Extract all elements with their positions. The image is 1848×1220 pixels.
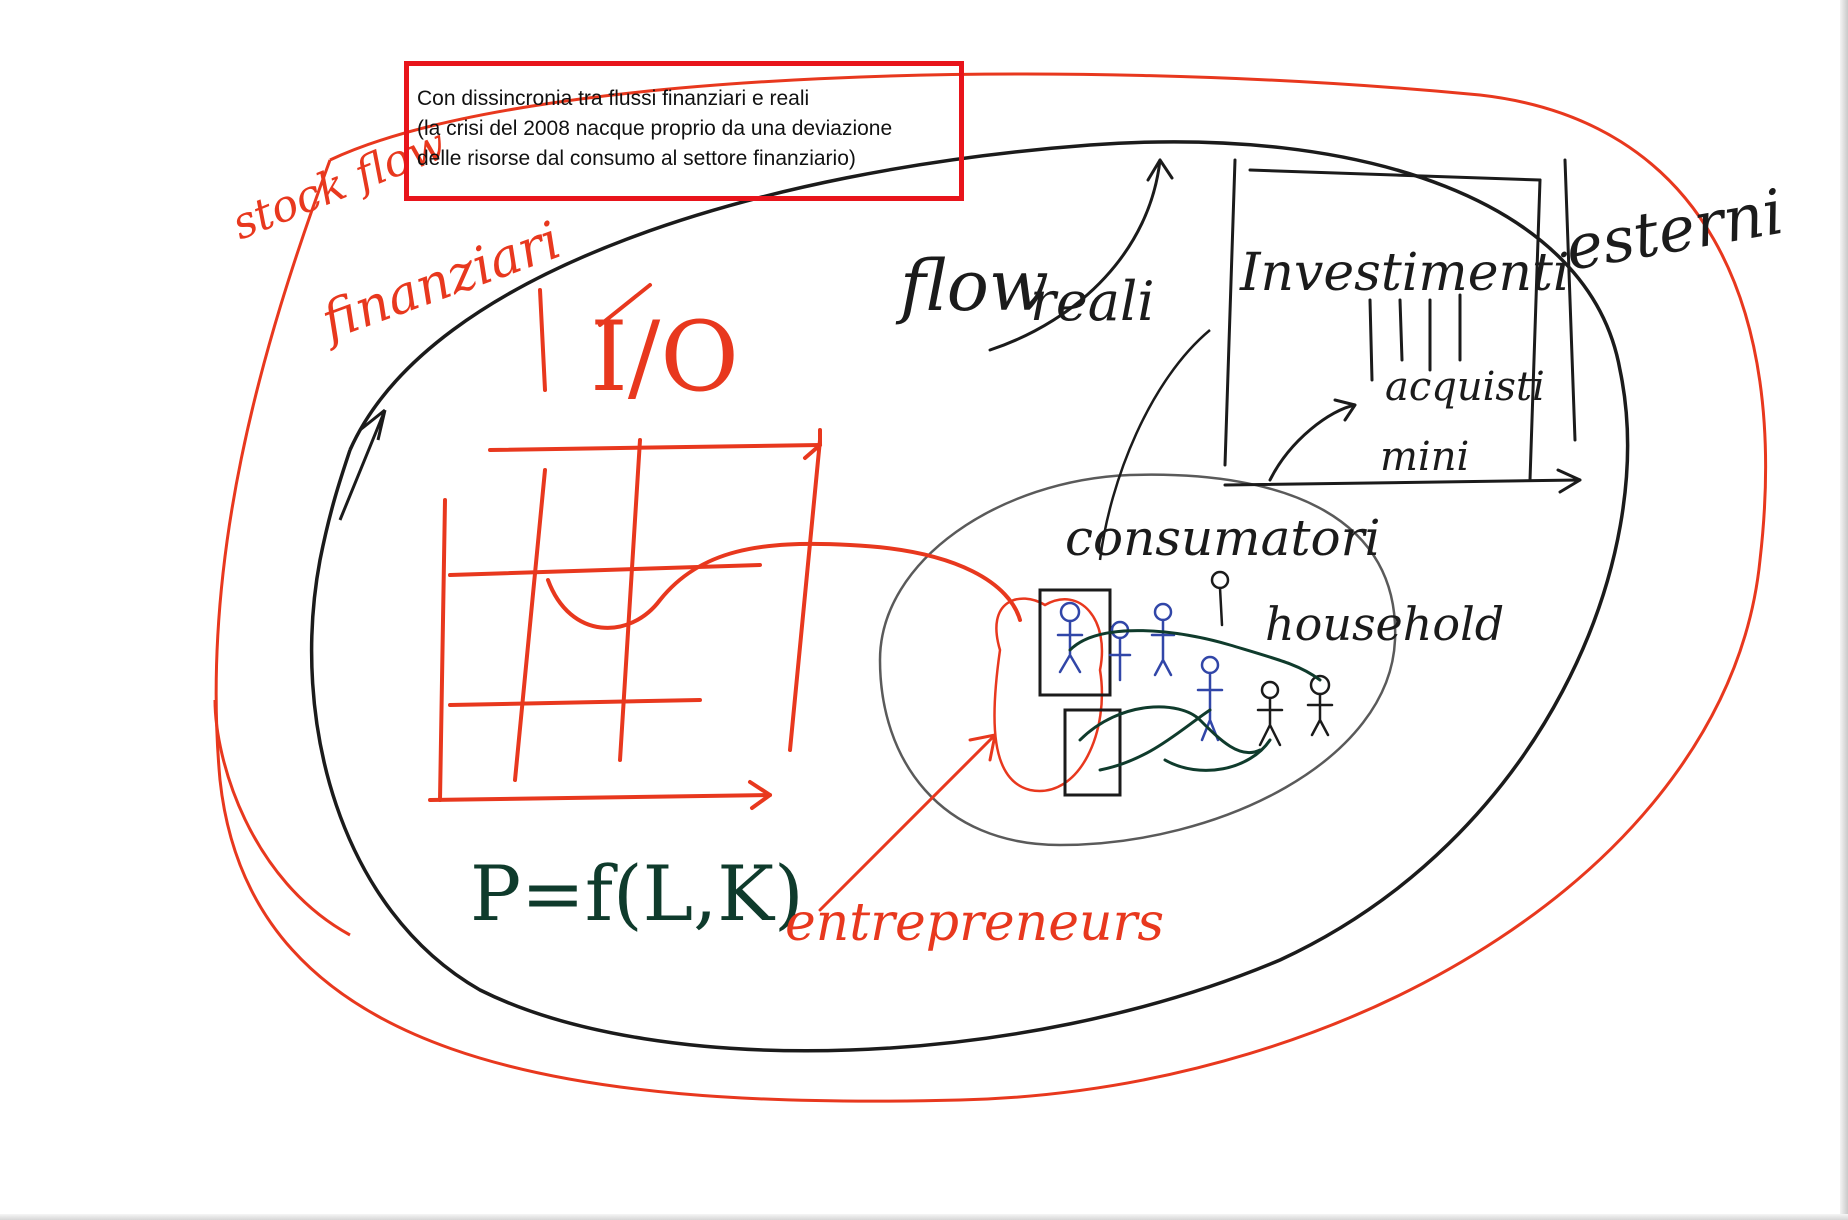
household-boxes bbox=[1038, 588, 1122, 797]
acquisti-label: acquisti bbox=[1385, 364, 1545, 410]
io-label: I/O bbox=[590, 301, 739, 413]
consumer-ellipse bbox=[878, 473, 1397, 847]
io-matrix bbox=[428, 283, 1022, 810]
page-edge-bottom bbox=[0, 1214, 1848, 1220]
outer-red-loop-tail bbox=[213, 699, 351, 937]
household-figures bbox=[1056, 601, 1224, 742]
household-figures-black bbox=[1210, 570, 1334, 747]
household-label: household bbox=[1265, 597, 1504, 651]
outer-red-loop bbox=[214, 72, 1768, 1103]
production-function-label: P=f(L,K) bbox=[470, 849, 804, 938]
economy-ellipse bbox=[309, 140, 1630, 1053]
household-bubble bbox=[993, 597, 1104, 793]
reali-label: reali bbox=[1030, 270, 1155, 333]
consumatori-label: consumatori bbox=[1065, 509, 1380, 567]
economy-ellipse-arrow bbox=[338, 408, 387, 521]
investimenti-label: Investimenti bbox=[1239, 243, 1570, 303]
annotation-box: Con dissincronia tra flussi finanziari e… bbox=[404, 61, 964, 201]
esterni-label: esterni bbox=[1560, 175, 1789, 285]
investimenti-frame bbox=[1223, 158, 1582, 494]
household-flows bbox=[1068, 629, 1322, 772]
flow-reali-arrow bbox=[988, 158, 1174, 352]
flow-label: flow bbox=[895, 245, 1049, 327]
annotation-line-2: (la crisi del 2008 nacque proprio da una… bbox=[417, 117, 893, 140]
mini-label: mini bbox=[1380, 434, 1469, 480]
annotation-line-1: Con dissincronia tra flussi finanziari e… bbox=[417, 87, 810, 110]
investimenti-link bbox=[1098, 329, 1211, 561]
entrepreneurs-label: entrepreneurs bbox=[785, 893, 1164, 953]
handwriting: stock flow finanziari I/O flow reali Inv… bbox=[225, 118, 1789, 953]
entrepreneurs-arrow bbox=[818, 733, 997, 912]
page-edge-right bbox=[1840, 0, 1848, 1220]
annotation-line-3: delle risorse dal consumo al settore fin… bbox=[417, 147, 856, 170]
